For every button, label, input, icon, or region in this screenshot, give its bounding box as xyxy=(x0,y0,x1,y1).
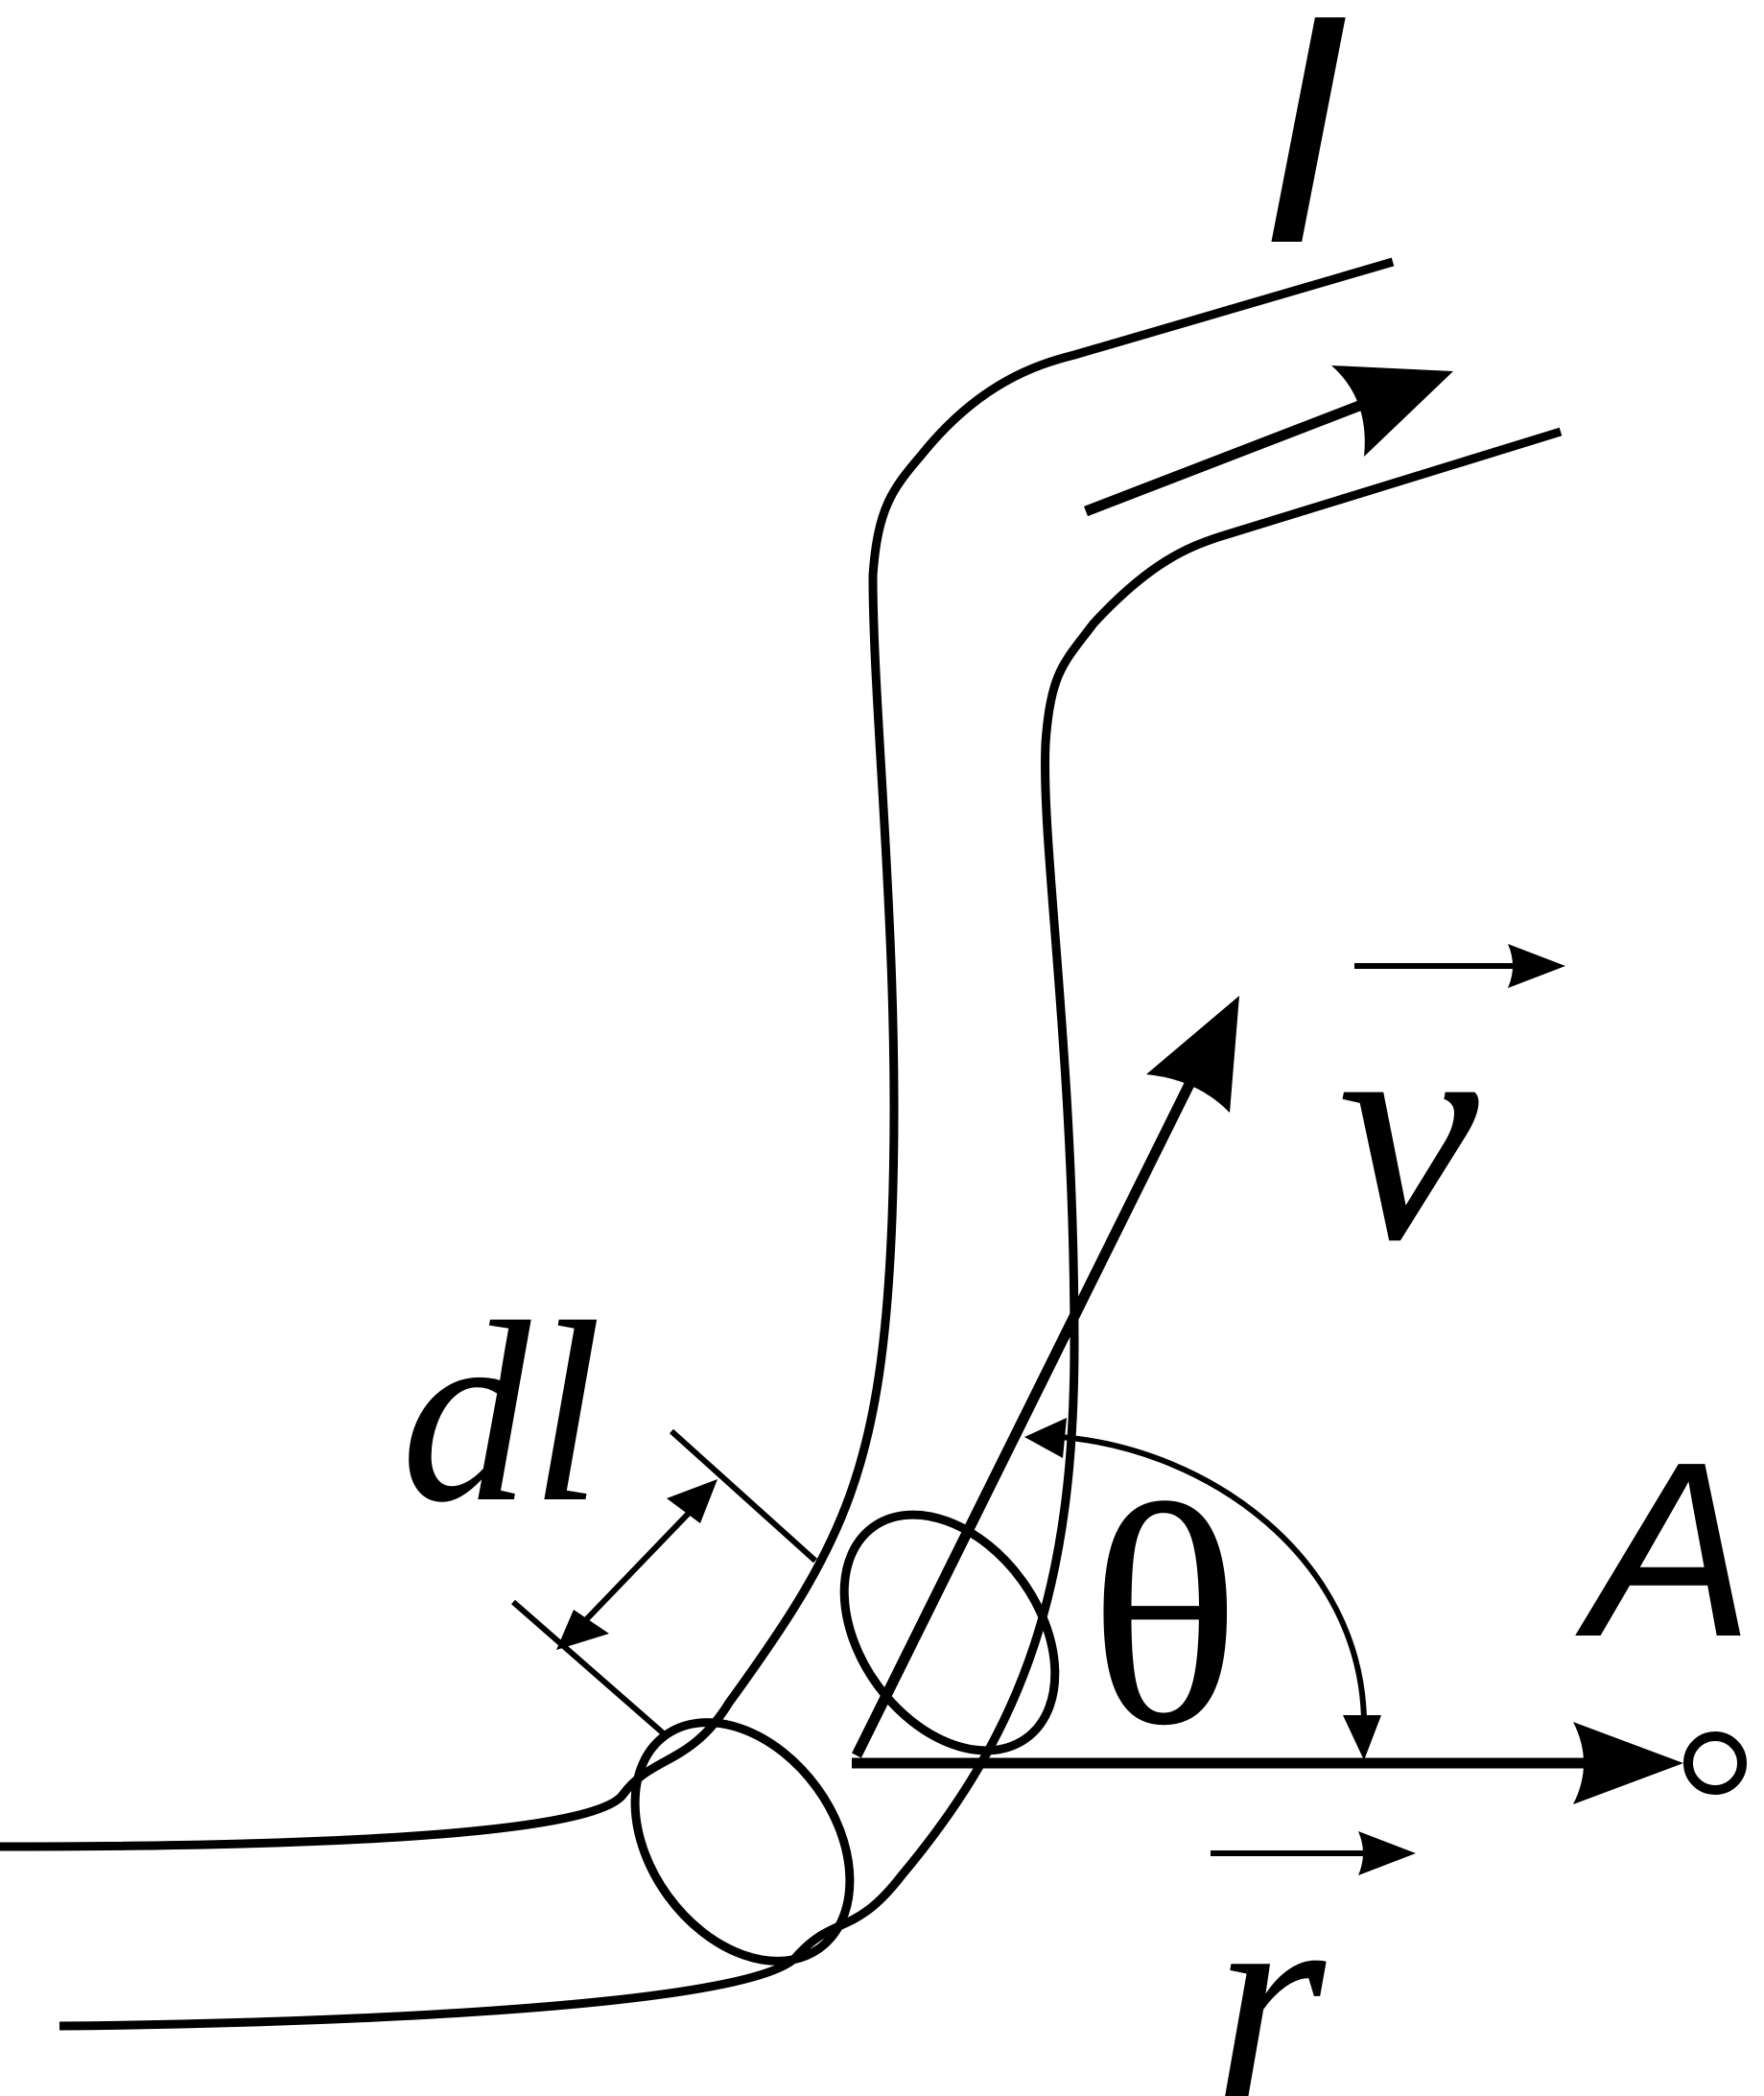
dl-extension-line-upper xyxy=(669,1428,818,1564)
conductor-edge-right xyxy=(59,427,1563,2031)
point-a-marker xyxy=(1683,1731,1747,1795)
radius-arrowhead xyxy=(1573,1722,1683,1804)
dl-arrowhead-up xyxy=(667,1479,717,1523)
velocity-vector xyxy=(852,1062,1204,1758)
angle-arc xyxy=(1059,1434,1367,1723)
v-overline-arrowhead xyxy=(1508,944,1565,988)
angle-label: θ xyxy=(1089,1441,1240,1791)
r-overline-arrowhead xyxy=(1358,1831,1416,1875)
cross-section-ellipse-lower xyxy=(630,1718,855,1966)
current-arrowhead xyxy=(1331,365,1453,457)
radius-label: r xyxy=(1213,1840,1330,2096)
velocity-label: v xyxy=(1338,956,1482,1307)
velocity-arrowhead xyxy=(1146,996,1239,1113)
current-label: I xyxy=(1258,0,1351,312)
point-a-label: A xyxy=(1572,1411,1754,1689)
angle-arc-arrowhead-start xyxy=(1024,1418,1067,1458)
angle-arc-arrowhead-end xyxy=(1343,1715,1381,1760)
conductor-edge-left xyxy=(0,257,1395,1851)
dl-label: dl xyxy=(401,1269,602,1556)
cross-section-ellipse-upper xyxy=(839,1510,1060,1755)
dl-arrowhead-down xyxy=(556,1610,609,1650)
current-direction-arrow xyxy=(1084,395,1374,517)
dl-extension-line-lower xyxy=(511,1599,669,1739)
dl-dimension-line xyxy=(573,1501,700,1634)
